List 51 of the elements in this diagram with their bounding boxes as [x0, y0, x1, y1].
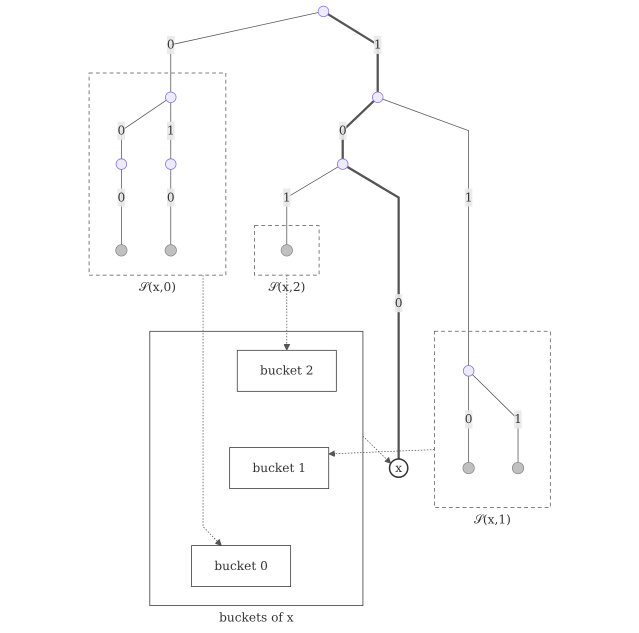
- node-box: bucket 2: [236, 350, 336, 392]
- connector: [170, 169, 171, 246]
- connector: [468, 376, 469, 463]
- edge-label: 1: [166, 123, 174, 138]
- node-label: 𝒮(x,0): [138, 280, 176, 294]
- edge-label: 0: [166, 190, 174, 204]
- edge-label: 0: [117, 123, 126, 138]
- node-label: 𝒮(x,1): [474, 512, 511, 527]
- node-point: [462, 365, 474, 377]
- cluster: [88, 72, 226, 276]
- edge-label: 0: [464, 412, 472, 426]
- node-box: bucket 1: [229, 447, 329, 489]
- node-point: [336, 158, 348, 170]
- cluster: [434, 330, 550, 508]
- edge-label: 0: [117, 190, 126, 204]
- node-label: buckets of x: [218, 610, 294, 625]
- node-point: [318, 6, 329, 18]
- edge-label: 1: [464, 190, 472, 204]
- edge-label: 0: [394, 296, 402, 310]
- connector: [170, 12, 318, 92]
- node-point: [164, 158, 176, 170]
- edge-label: 1: [282, 190, 290, 204]
- cluster: [254, 225, 320, 276]
- arrow: [283, 274, 290, 351]
- node-circle: [512, 462, 524, 474]
- connector: [327, 13, 379, 92]
- node-circle: [115, 244, 128, 256]
- node-circle: x: [388, 458, 408, 478]
- node-label: 𝒮(x,2): [268, 280, 306, 294]
- node-point: [164, 92, 176, 103]
- connector: [286, 166, 338, 246]
- node-circle: [280, 244, 293, 256]
- node-circle: [462, 462, 475, 474]
- connector: [341, 100, 374, 159]
- connector: [382, 98, 469, 366]
- cluster: [149, 330, 364, 606]
- connector: [346, 166, 400, 459]
- arrow: [362, 436, 391, 464]
- edge-label: 0: [338, 123, 346, 138]
- node-point: [372, 92, 384, 103]
- node-point: [115, 158, 127, 170]
- node-box: bucket 0: [191, 545, 291, 588]
- edge-label: 1: [374, 37, 382, 52]
- connector: [120, 100, 167, 160]
- arrow: [328, 449, 435, 458]
- connector: [120, 169, 122, 246]
- node-circle: [164, 244, 177, 256]
- edge-label: 1: [514, 412, 522, 426]
- arrow: [202, 274, 222, 546]
- edge-label: 0: [166, 37, 174, 52]
- connector: [472, 374, 518, 463]
